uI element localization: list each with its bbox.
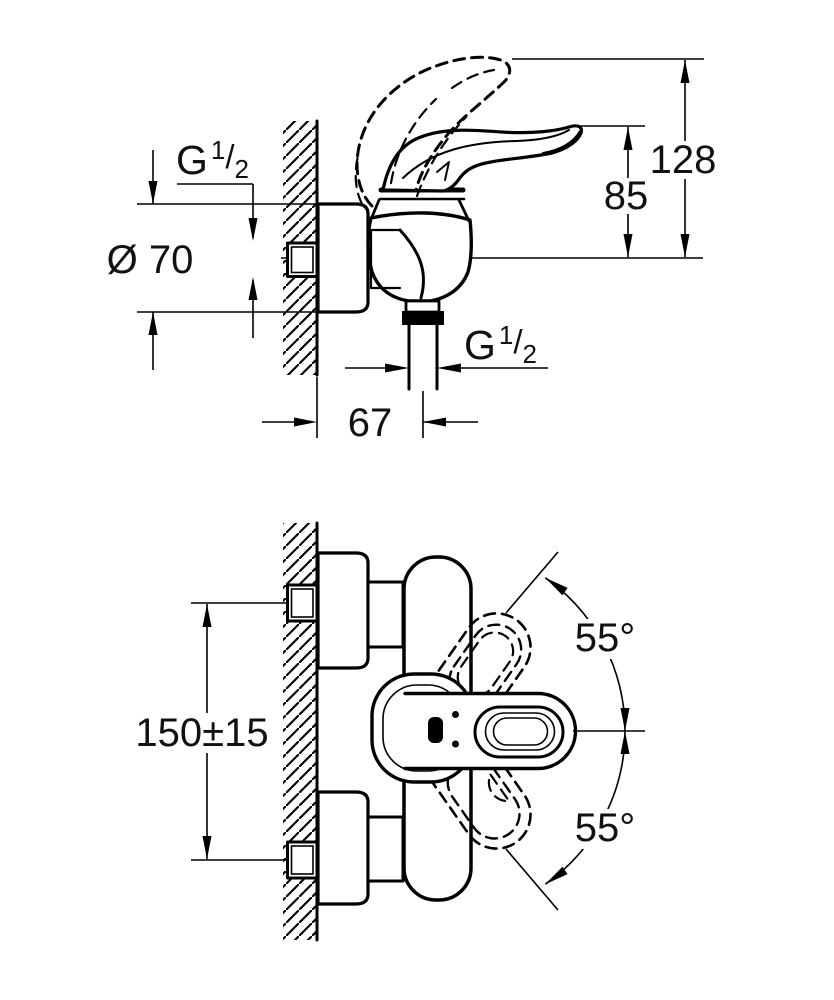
arrow-up-icon [248, 277, 258, 300]
union-cylinder-top [366, 580, 405, 649]
swing-angle-annotation: 55° 55° [505, 551, 645, 911]
mounting-nut-square-top [286, 583, 319, 623]
dim-outlet-offset: 67 [262, 377, 478, 445]
label-inlet-spacing: 150±15 [135, 711, 268, 755]
label-handle-height-open: 128 [650, 138, 717, 182]
lever-tip-fold [542, 130, 581, 154]
arrow-up-icon [680, 60, 690, 83]
arrow-up-icon [623, 127, 633, 150]
inlet-connection-top [286, 551, 405, 670]
arrow-down-icon [148, 181, 158, 204]
escutcheon-flange [316, 202, 370, 314]
arrow-right-icon [294, 417, 317, 427]
dim-escutcheon-diameter: Ø 70 [107, 150, 330, 370]
arrow-down-icon [620, 708, 630, 731]
axis-line-upper [505, 551, 559, 614]
outlet-nut [402, 311, 444, 325]
lever-ridge-line [402, 129, 570, 179]
escutcheon-bottom [316, 790, 370, 906]
outlet-neck [404, 299, 441, 314]
arrow-down-icon [248, 218, 258, 241]
outlet-connection [402, 299, 444, 391]
front-view: 150±15 55° 55° [135, 521, 645, 942]
lever-dot-top [452, 711, 459, 718]
valve-body [366, 187, 474, 303]
lever-hole-ring-inner [492, 717, 549, 746]
mounting-nut-square [286, 241, 319, 278]
lever-handle-closed [381, 124, 584, 193]
dim-handle-height-open: 128 [512, 58, 717, 257]
cartridge-collar [370, 198, 471, 223]
arrow-right-icon [385, 363, 409, 373]
inner-block-lines [369, 228, 402, 290]
arrow-up-icon [620, 731, 630, 754]
dim-inlet-spacing: 150±15 [135, 602, 288, 861]
lever-hole-ring [484, 712, 556, 751]
label-swing-up: 55° [575, 616, 636, 660]
union-cylinder-bottom [366, 815, 405, 883]
label-handle-height: 85 [604, 174, 649, 218]
arrow-left-icon [437, 363, 461, 373]
lever-logo-mark [428, 717, 443, 743]
arrow-down-icon [623, 234, 633, 257]
arrow-up-icon [202, 604, 212, 627]
axis-line-lower [505, 848, 559, 911]
escutcheon-top [316, 551, 370, 670]
lever-detail-mark [436, 161, 450, 181]
arrow-arc-down-icon [545, 866, 568, 885]
dim-handle-height: 85 [573, 125, 649, 257]
lever-handle-open-dashed [354, 55, 512, 208]
label-swing-down: 55° [575, 806, 636, 850]
arrow-down-icon [202, 836, 212, 859]
arrow-arc-up-icon [545, 577, 568, 596]
waterway-swoosh [398, 228, 425, 300]
arrow-left-icon [423, 417, 446, 427]
arrow-down-icon [680, 234, 690, 257]
lever-handle-front [403, 691, 578, 771]
lever-dot-bottom [452, 740, 459, 748]
inlet-connection-bottom [286, 790, 405, 906]
outlet-pipe [407, 323, 439, 391]
label-outlet-offset: 67 [348, 401, 393, 445]
arrow-up-icon [148, 312, 158, 335]
label-escutcheon-diameter: Ø 70 [107, 238, 194, 282]
